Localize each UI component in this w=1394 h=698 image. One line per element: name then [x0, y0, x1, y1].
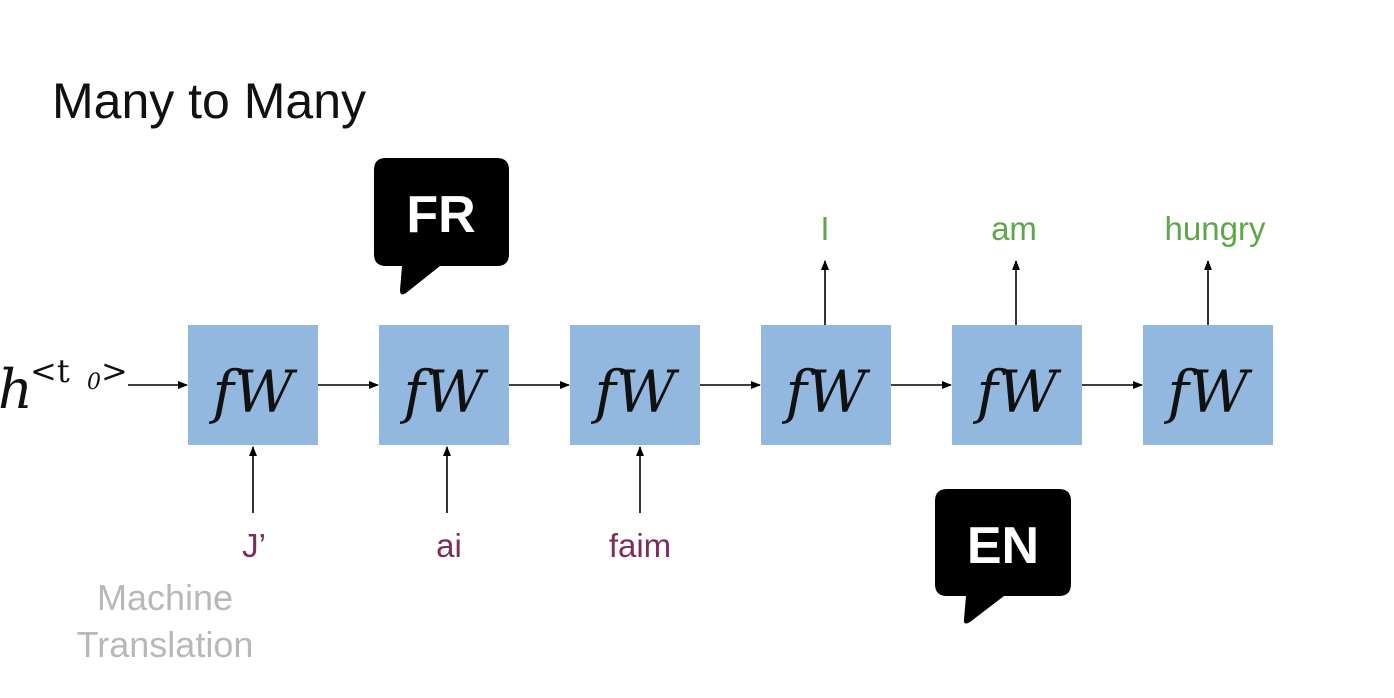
initial-hidden-state: h <t 0 >	[0, 352, 128, 421]
rnn-cell-1: fW	[188, 325, 318, 445]
rnn-cell-5: fW	[952, 325, 1082, 445]
french-speech-bubble: FR	[374, 158, 509, 295]
output-word-1: I	[820, 210, 829, 247]
cell-box	[379, 325, 509, 445]
cell-box	[761, 325, 891, 445]
caption-line-2: Translation	[76, 624, 254, 665]
page-title: Many to Many	[52, 73, 367, 129]
cell-label: fW	[781, 358, 870, 426]
output-word-3: hungry	[1165, 210, 1266, 247]
output-word-2: am	[991, 210, 1037, 247]
diagram-caption: Machine Translation	[60, 574, 270, 668]
source-language-label: FR	[406, 186, 475, 244]
rnn-cells: fW fW fW fW fW fW	[188, 325, 1273, 445]
cell-label: fW	[590, 358, 679, 426]
cell-label: fW	[208, 358, 297, 426]
rnn-cell-3: fW	[570, 325, 700, 445]
cell-box	[570, 325, 700, 445]
initial-state-superscript-end: >	[101, 352, 128, 390]
initial-state-superscript: <t	[30, 352, 70, 390]
initial-state-subscript: 0	[87, 370, 101, 395]
cell-label: fW	[399, 358, 488, 426]
initial-state-base: h	[0, 358, 33, 421]
input-word-2: ai	[436, 527, 462, 564]
rnn-cell-2: fW	[379, 325, 509, 445]
input-words: J’ ai faim	[242, 527, 671, 564]
input-word-1: J’	[242, 527, 266, 564]
input-arrows	[249, 446, 644, 513]
output-words: I am hungry	[820, 210, 1266, 247]
output-arrows	[821, 260, 1212, 325]
speech-bubble-icon	[935, 489, 1071, 624]
cell-label: fW	[1163, 358, 1252, 426]
rnn-cell-4: fW	[761, 325, 891, 445]
cell-box	[188, 325, 318, 445]
speech-bubble-icon	[374, 158, 509, 295]
target-language-label: EN	[967, 517, 1039, 575]
rnn-cell-6: fW	[1143, 325, 1273, 445]
input-word-3: faim	[609, 527, 671, 564]
cell-box	[952, 325, 1082, 445]
cell-label: fW	[972, 358, 1061, 426]
caption-line-1: Machine	[96, 577, 234, 618]
english-speech-bubble: EN	[935, 489, 1071, 624]
cell-box	[1143, 325, 1273, 445]
